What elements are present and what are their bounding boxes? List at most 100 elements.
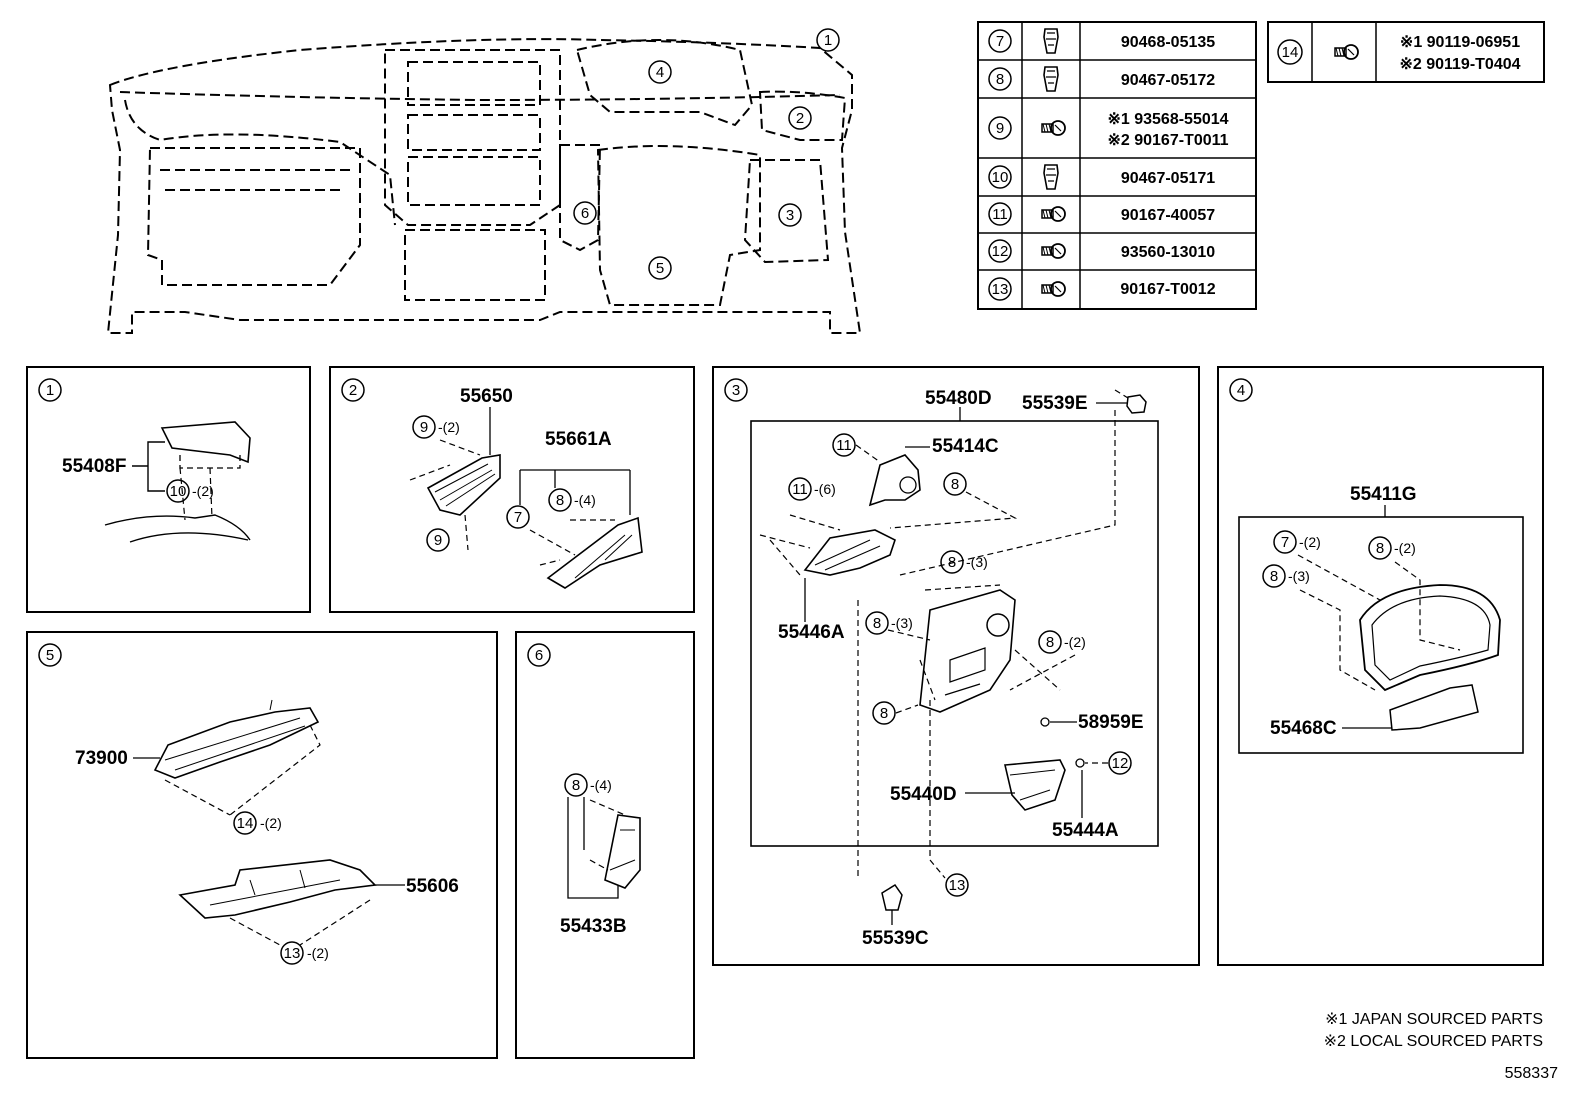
instrument-panel-overview <box>106 38 862 334</box>
callout-8-e: 8 <box>880 705 888 722</box>
part-55539E-shape <box>1126 394 1147 414</box>
part-55650-shape <box>426 454 501 516</box>
table-part-8: 90467-05172 <box>1121 72 1215 89</box>
panel-3-number: 3 <box>732 382 740 399</box>
note-japan-sourced: ※1 JAPAN SOURCED PARTS <box>1325 1011 1543 1028</box>
table-part-7: 90468-05135 <box>1121 34 1215 51</box>
overview-callout-6: 6 <box>581 205 589 222</box>
part-label-55650: 55650 <box>460 386 513 407</box>
table-part-13: 90167-T0012 <box>1120 281 1215 298</box>
table-ref-9: 9 <box>996 120 1004 137</box>
clip-icon <box>1043 28 1059 54</box>
figure-id: 558337 <box>1505 1065 1558 1082</box>
qty-8-panel4-a: -(2) <box>1394 540 1416 556</box>
table-ref-12: 12 <box>992 243 1009 260</box>
table-ref-10: 10 <box>992 169 1009 186</box>
part-label-55408F: 55408F <box>62 456 126 477</box>
part-55446A-shape <box>803 529 896 576</box>
fastener-table: 7 8 9 10 11 12 13 90468-05135 90467-0517… <box>977 21 1257 310</box>
part-label-55661A: 55661A <box>545 429 612 450</box>
bolt-icon <box>1334 44 1359 60</box>
screw-icon <box>1041 281 1066 297</box>
overview-callouts: 1 2 3 4 5 6 <box>573 28 840 280</box>
qty-8-panel2: -(4) <box>574 492 596 508</box>
part-55433B-shape <box>604 814 641 889</box>
part-73900-shape <box>153 707 320 779</box>
part-label-55468C: 55468C <box>1270 718 1337 739</box>
callout-8-d: 8 <box>1046 634 1054 651</box>
qty-8-c: -(3) <box>891 615 913 631</box>
callout-14: 14 <box>237 815 254 832</box>
screw-icon <box>1041 120 1066 136</box>
qty-7-panel4: -(2) <box>1299 534 1321 550</box>
qty-8-panel4-b: -(3) <box>1288 568 1310 584</box>
callout-13-panel5: 13 <box>284 945 301 962</box>
part-label-55433B: 55433B <box>560 916 627 937</box>
table-part-14b: ※2 90119-T0404 <box>1399 56 1520 73</box>
callout-8-a: 8 <box>951 476 959 493</box>
panel-2-number: 2 <box>349 382 357 399</box>
part-55661A-shape <box>546 516 643 589</box>
part-55440D-shape <box>1004 759 1066 811</box>
part-label-55539C: 55539C <box>862 928 929 949</box>
panel-1-number: 1 <box>46 382 54 399</box>
part-label-55411G: 55411G <box>1350 484 1417 505</box>
screw-icon <box>1041 243 1066 259</box>
callout-8-panel6: 8 <box>572 777 580 794</box>
table-ref-11: 11 <box>992 206 1008 223</box>
callout-8-c: 8 <box>873 615 881 632</box>
part-label-55446A: 55446A <box>778 622 845 643</box>
clip-icon <box>1043 164 1059 190</box>
part-label-58959E: 58959E <box>1078 712 1144 733</box>
table-ref-14: 14 <box>1282 44 1299 61</box>
table-part-9b: ※2 90167-T0011 <box>1107 132 1228 149</box>
qty-8-panel6: -(4) <box>590 777 612 793</box>
table-part-11: 90167-40057 <box>1121 207 1215 224</box>
table-part-14a: ※1 90119-06951 <box>1400 34 1520 51</box>
table-part-12: 93560-13010 <box>1121 244 1215 261</box>
part-label-73900: 73900 <box>75 748 128 769</box>
part-55414C-shape <box>868 454 921 507</box>
part-label-55480D: 55480D <box>925 388 992 409</box>
table-ref-7: 7 <box>996 33 1004 50</box>
overview-callout-2: 2 <box>796 110 804 127</box>
callout-8-b: 8 <box>948 554 956 571</box>
part-label-55440D: 55440D <box>890 784 957 805</box>
callout-8-panel2: 8 <box>556 492 564 509</box>
callout-7-panel4: 7 <box>1281 534 1289 551</box>
lower-panel-shape <box>919 589 1016 713</box>
overview-callout-1: 1 <box>824 32 832 49</box>
screw-icon <box>1041 206 1066 222</box>
detail-panel-6: 6 8 -(4) 55433B <box>515 631 695 1059</box>
part-55468C-shape <box>1389 684 1479 731</box>
part-55411G-shape <box>1359 584 1501 692</box>
callout-9-upper: 9 <box>420 419 428 436</box>
sourcing-notes: ※1 JAPAN SOURCED PARTS ※2 LOCAL SOURCED … <box>1324 1011 1558 1082</box>
callout-11-lower: 11 <box>792 481 808 498</box>
panel-4-number: 4 <box>1237 382 1245 399</box>
qty-9: -(2) <box>438 419 460 435</box>
callout-9-lower: 9 <box>434 532 442 549</box>
detail-panel-2: 2 55650 9 -(2) 9 55661A 8 -(4) 7 <box>329 366 695 613</box>
note-local-sourced: ※2 LOCAL SOURCED PARTS <box>1324 1033 1543 1050</box>
qty-8-d: -(2) <box>1064 634 1086 650</box>
qty-13: -(2) <box>307 945 329 961</box>
overview-callout-5: 5 <box>656 260 664 277</box>
callout-8-panel4-b: 8 <box>1270 568 1278 585</box>
part-55606-shape <box>178 859 377 919</box>
overview-callout-3: 3 <box>786 207 794 224</box>
table-ref-13: 13 <box>992 281 1009 298</box>
callout-13-panel3: 13 <box>949 877 966 894</box>
callout-12: 12 <box>1112 755 1129 772</box>
detail-panel-5: 5 73900 14 -(2) 55606 13 -(2) <box>26 631 498 1059</box>
panel-5-number: 5 <box>46 647 54 664</box>
part-label-55444A: 55444A <box>1052 820 1119 841</box>
overview-callout-4: 4 <box>656 64 664 81</box>
part-label-55539E: 55539E <box>1022 393 1088 414</box>
detail-panel-1: 1 55408F 10 -(2) <box>26 366 311 613</box>
detail-panel-3: 3 55480D 55539E 11 55414C 8 11 -(6) 5544… <box>712 366 1200 966</box>
callout-10: 10 <box>170 483 187 500</box>
detail-panel-4: 4 55411G 7 -(2) 8 -(2) 8 -(3) 55468C <box>1217 366 1544 966</box>
part-55539C-shape <box>881 883 903 911</box>
